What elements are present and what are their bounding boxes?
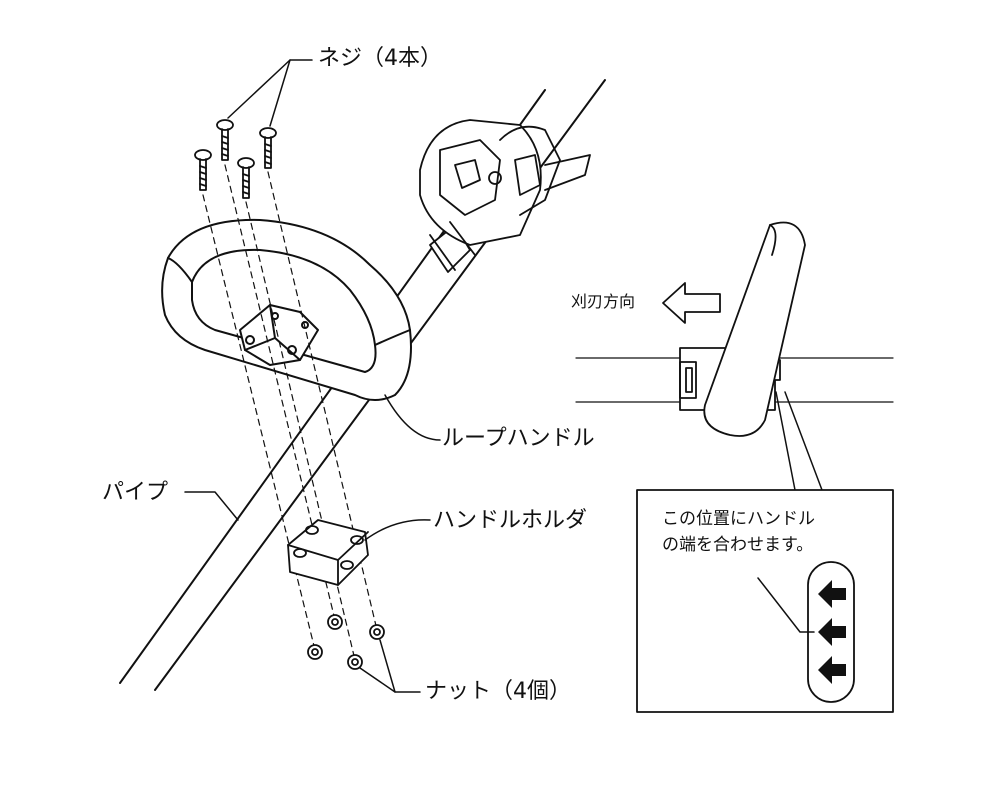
gear-head [419, 119, 591, 273]
screw-4 [237, 157, 255, 199]
alignment-arrows-icon [818, 580, 846, 684]
handle-holder [287, 519, 369, 586]
label-cutting-direction: 刈刃方向 [571, 292, 636, 311]
cutting-direction-arrow-icon [662, 282, 721, 324]
screw-1 [216, 119, 234, 161]
detail-box-line-2: の端を合わせます。 [662, 535, 814, 555]
leader-lines [184, 59, 441, 693]
detail-handle [679, 221, 806, 437]
label-handle-holder: ハンドルホルダ [433, 508, 588, 533]
detail-box-line-1: この位置にハンドル [662, 509, 815, 529]
nuts [307, 614, 385, 670]
detail-leader-lines [775, 391, 823, 491]
label-loop-handle: ループハンドル [442, 426, 595, 451]
screw-2 [259, 127, 277, 169]
screws [194, 119, 277, 199]
label-screws: ネジ（4本） [318, 46, 442, 71]
label-nuts: ナット（4個） [425, 679, 571, 704]
detail-box [636, 489, 894, 713]
screw-3 [194, 149, 212, 191]
label-pipe: パイプ [102, 480, 169, 505]
